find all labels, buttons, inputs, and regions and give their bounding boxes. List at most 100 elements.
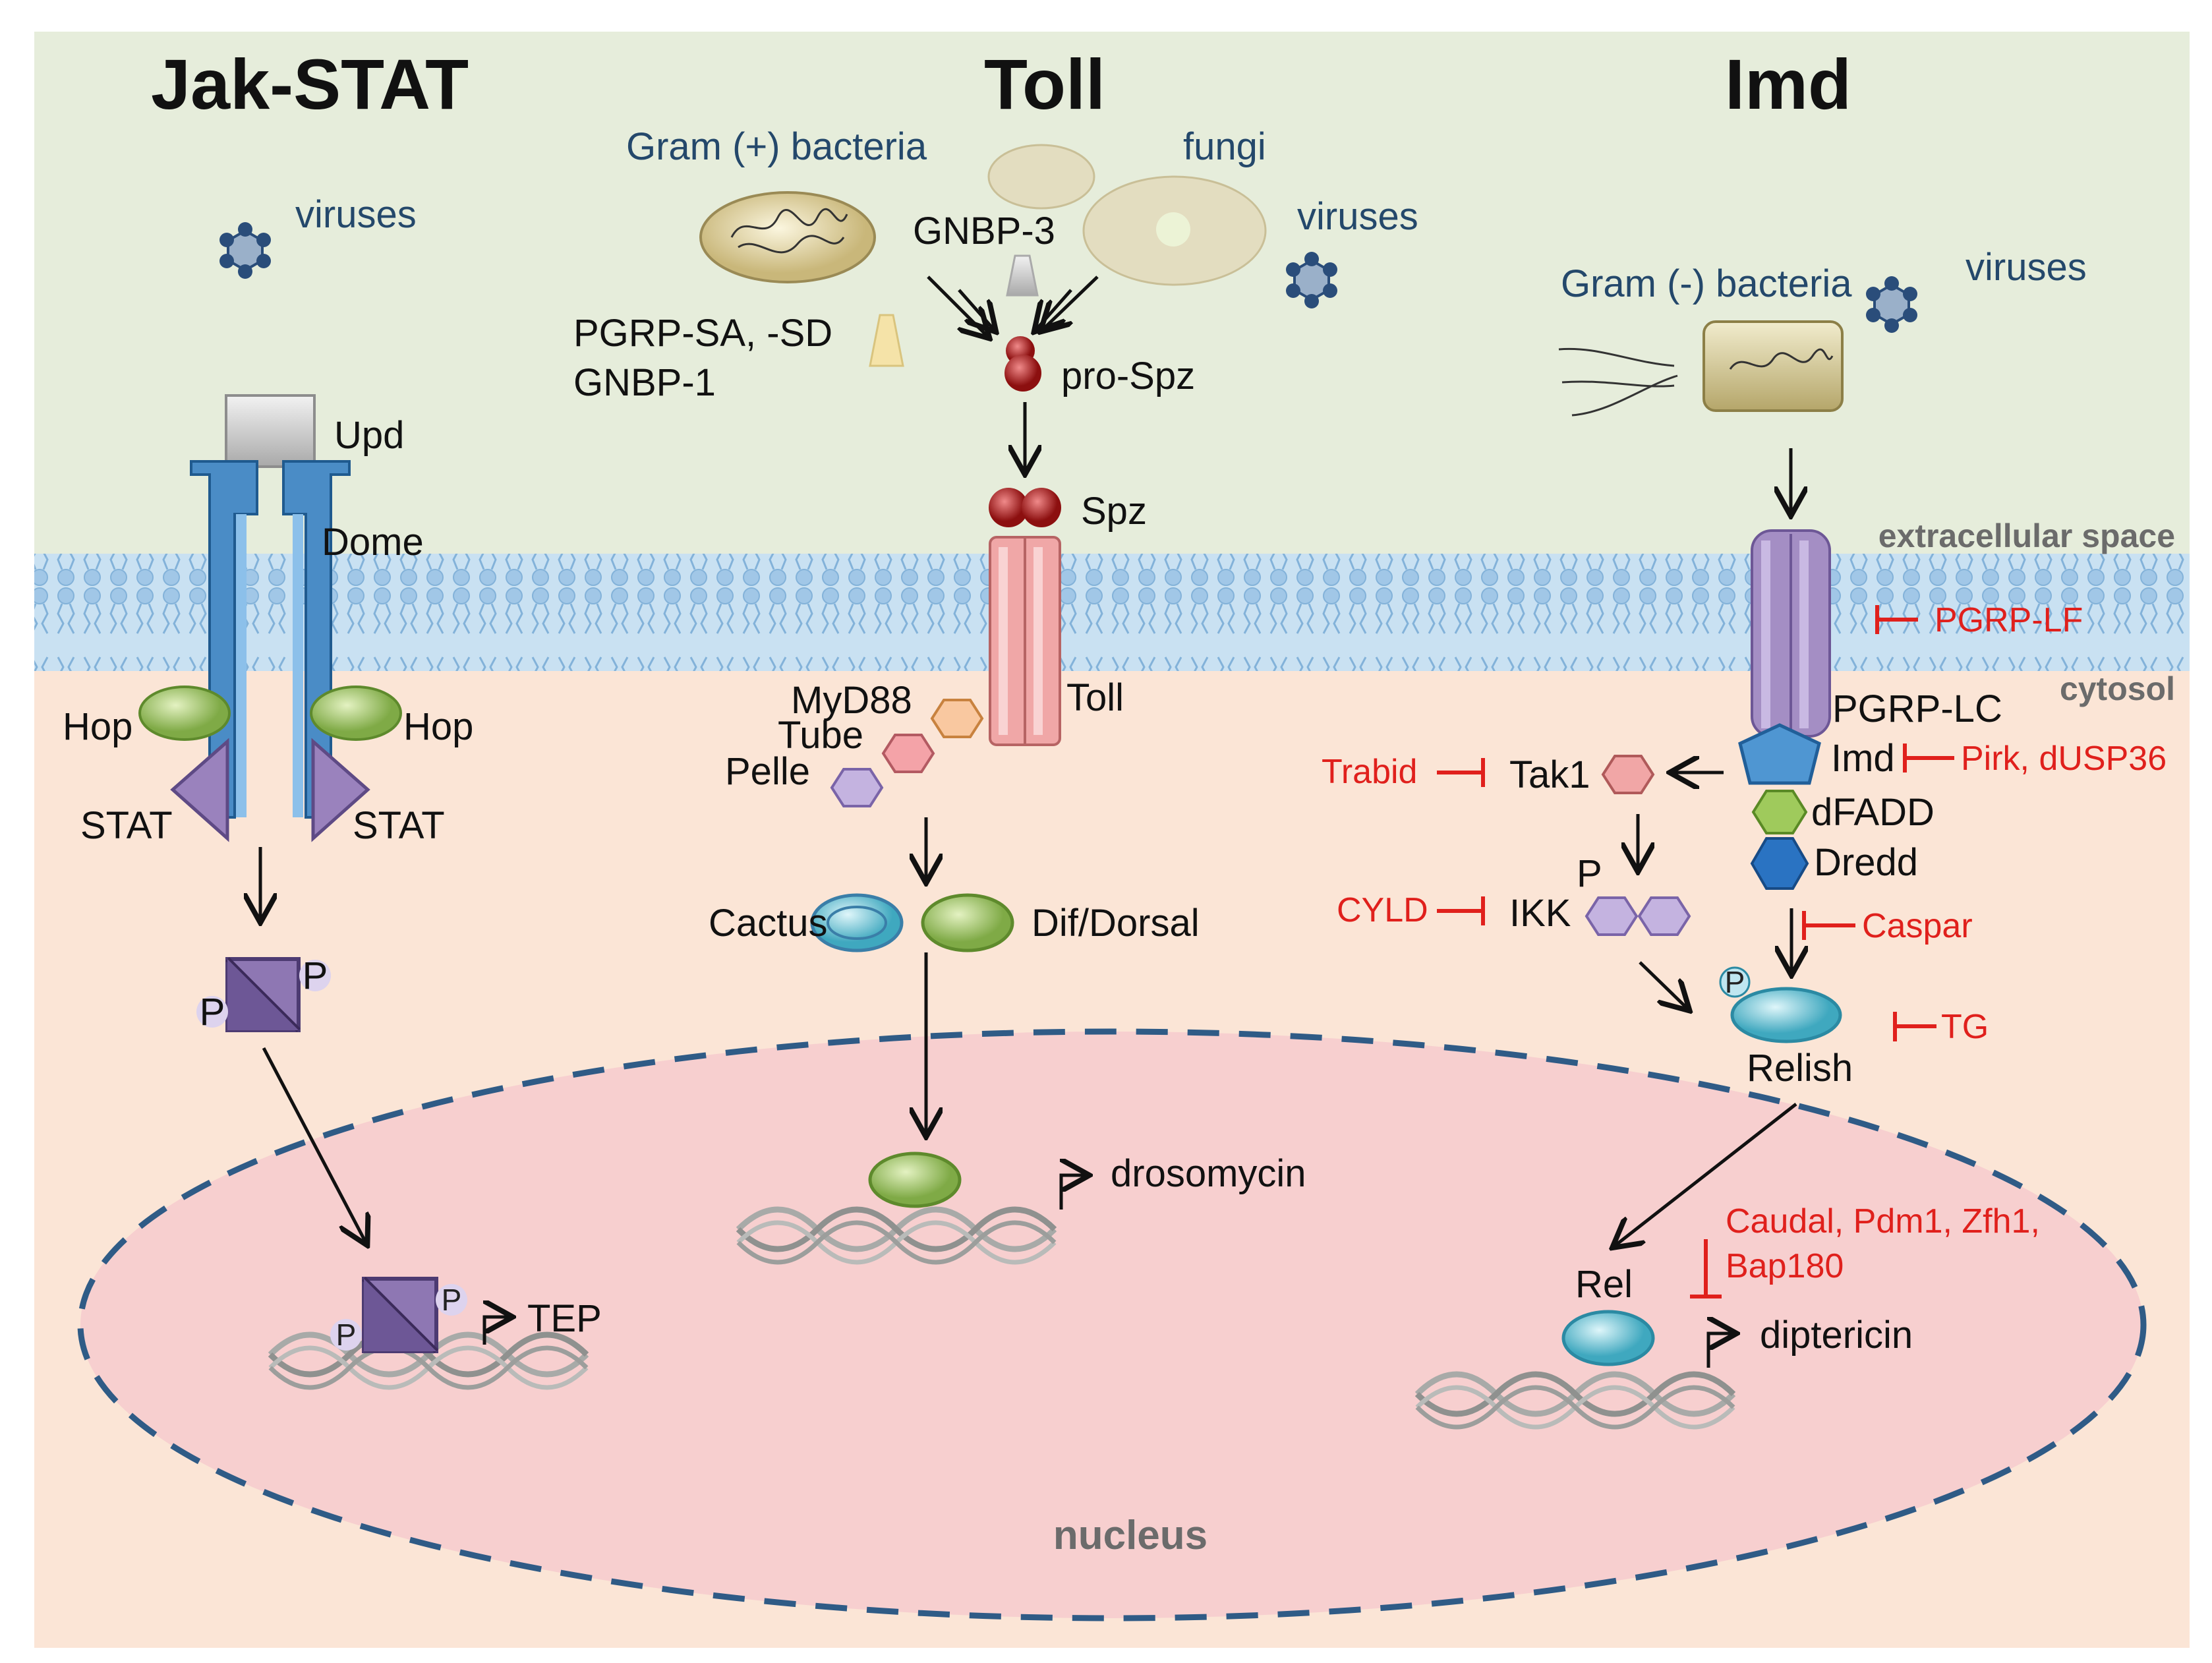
dfadd-adaptor	[1751, 790, 1808, 834]
cyld-label: CYLD	[1337, 891, 1428, 929]
gnbp3-receptor	[1006, 254, 1039, 297]
stat-right	[311, 738, 370, 842]
imd-viruses-label: viruses	[1965, 246, 2087, 289]
upd-label: Upd	[334, 414, 404, 457]
dif-dorsal-label: Dif/Dorsal	[1032, 902, 1200, 945]
caspar-label: Caspar	[1862, 907, 1973, 945]
arrow	[1036, 289, 1072, 330]
toll-receptor-label: Toll	[1066, 676, 1124, 719]
bacterial-dna-icon	[730, 208, 848, 254]
phospho-label: P	[442, 1283, 462, 1317]
tak1-label: Tak1	[1509, 753, 1590, 796]
phospho-stat-dimer	[225, 957, 301, 1032]
gnbp1-label: GNBP-1	[573, 361, 716, 404]
ikk-label: IKK	[1509, 892, 1571, 935]
arrow	[1615, 1103, 1797, 1246]
gnbp3-label: GNBP-3	[913, 210, 1055, 252]
pirk-dusp36-label: Pirk, dUSP36	[1961, 740, 2167, 778]
hop-kinase-left	[138, 686, 231, 741]
phospho-circle	[330, 1319, 362, 1351]
gram-positive-label: Gram (+) bacteria	[626, 125, 927, 168]
cactus-protein	[810, 893, 904, 952]
bacterial-dna-icon	[1729, 348, 1834, 370]
dredd-label: Dredd	[1814, 841, 1918, 884]
flagella	[1558, 347, 1678, 417]
relish-label: Relish	[1747, 1047, 1853, 1090]
arrow	[958, 289, 994, 330]
myd88-adaptor	[931, 699, 983, 738]
gram-negative-label: Gram (-) bacteria	[1561, 262, 1852, 305]
spz-ligand	[989, 488, 1028, 527]
toll-receptor	[989, 536, 1061, 746]
transcription-arrow	[482, 1317, 509, 1345]
dome-label: Dome	[322, 521, 424, 564]
phospho-stat-dimer-nuclear	[362, 1277, 438, 1353]
extracellular-space-label: extracellular space	[1878, 517, 2175, 554]
pgrp-lf-label: PGRP-LF	[1935, 601, 2083, 639]
nucleus	[77, 1028, 2147, 1621]
hop-kinase-right	[310, 686, 402, 741]
dif-dorsal-protein	[921, 893, 1014, 952]
pgrp-sa-receptor	[869, 314, 904, 367]
pro-spz-label: pro-Spz	[1061, 355, 1195, 397]
tg-label: TG	[1941, 1008, 1989, 1046]
pelle-label: Pelle	[725, 750, 810, 793]
title-toll: Toll	[984, 44, 1105, 124]
gram-negative-bacterium	[1703, 320, 1844, 412]
phospho-circle	[196, 996, 228, 1028]
rel-nuclear	[1561, 1310, 1655, 1366]
pro-spz-subunit	[1004, 355, 1041, 392]
upd-ligand	[225, 394, 316, 468]
bap180-label: Bap180	[1726, 1247, 1844, 1285]
extracellular-background	[34, 32, 2190, 572]
phospho-label: P	[200, 991, 225, 1034]
pelle-kinase	[830, 768, 883, 807]
spz-ligand	[1022, 488, 1061, 527]
lipid-bilayer	[34, 554, 2190, 671]
fungal-spore	[987, 144, 1095, 210]
jak-viruses-label: viruses	[295, 193, 417, 236]
pgrp-sa-sd-label: PGRP-SA, -SD	[573, 312, 832, 355]
spore-nucleus	[1156, 212, 1190, 247]
tube-label: Tube	[778, 714, 863, 757]
imd-label: Imd	[1831, 737, 1895, 780]
ikk-p-label: P	[1577, 852, 1602, 895]
dfadd-label: dFADD	[1811, 791, 1935, 834]
pgrp-lc-label: PGRP-LC	[1832, 687, 2002, 730]
arrow	[262, 1047, 366, 1242]
spz-label: Spz	[1081, 490, 1147, 533]
tube-adaptor	[882, 734, 935, 773]
phospho-label: P	[303, 954, 328, 997]
imd-adaptor	[1738, 723, 1821, 785]
nucleus-label: nucleus	[1053, 1513, 1208, 1558]
title-imd: Imd	[1725, 44, 1851, 124]
relish-p-label: P	[1725, 965, 1745, 999]
relish-protein	[1730, 987, 1842, 1043]
title-jak-stat: Jak-STAT	[151, 44, 469, 124]
phospho-label: P	[336, 1318, 357, 1352]
dredd-caspase	[1750, 837, 1809, 890]
dome-receptor	[190, 460, 351, 819]
rel-label: Rel	[1575, 1263, 1633, 1306]
caudal-pdm1-zfh1-label: Caudal, Pdm1, Zfh1,	[1726, 1202, 2040, 1240]
hop-right-label: Hop	[403, 705, 473, 748]
hop-left-label: Hop	[63, 705, 132, 748]
trabid-label: Trabid	[1322, 753, 1417, 791]
phospho-circle	[299, 960, 331, 991]
phospho-circle	[1719, 966, 1751, 998]
phospho-circle	[436, 1284, 467, 1316]
diptericin-gene-label: diptericin	[1760, 1314, 1913, 1357]
cytosol-label: cytosol	[2060, 670, 2175, 707]
stat-left-label: STAT	[80, 804, 173, 847]
arrow	[1639, 961, 1687, 1008]
stat-left	[170, 738, 229, 842]
cactus-label: Cactus	[709, 902, 828, 945]
drosomycin-gene-label: drosomycin	[1111, 1152, 1306, 1195]
fungi-label: fungi	[1183, 125, 1266, 168]
tep-gene-label: TEP	[527, 1297, 602, 1340]
tak1-kinase	[1602, 755, 1654, 794]
transcription-arrow	[1706, 1333, 1733, 1368]
transcription-arrow	[1059, 1175, 1086, 1210]
